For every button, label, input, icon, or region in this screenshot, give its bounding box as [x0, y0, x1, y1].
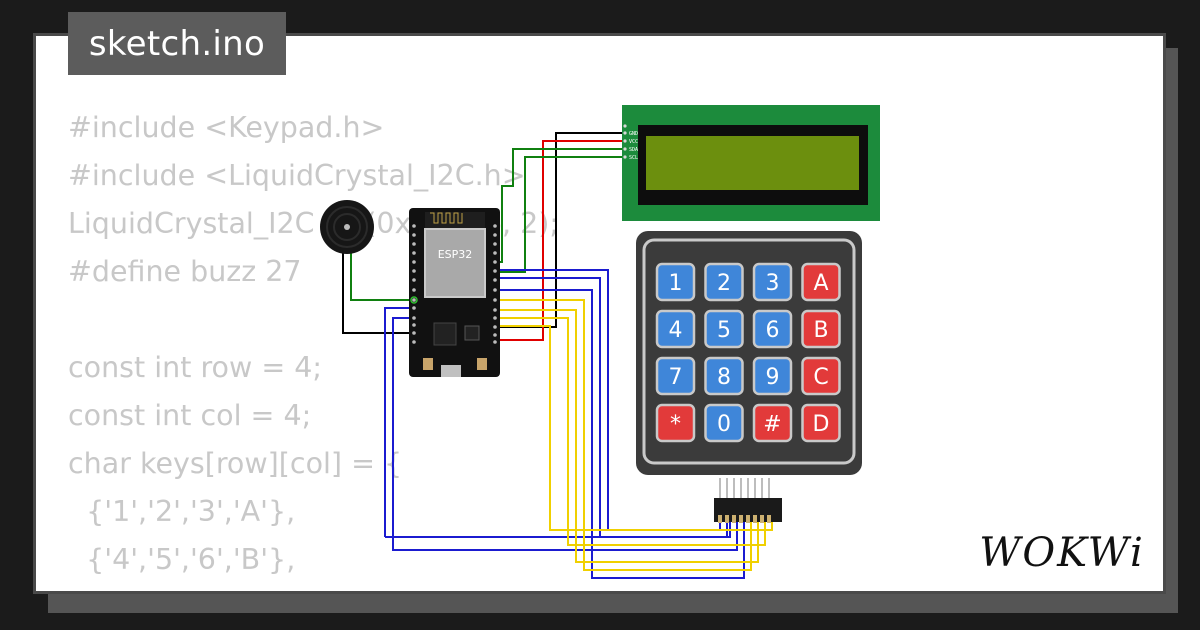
keypad-key-label: 3	[766, 271, 780, 296]
keypad-key-2[interactable]: 2	[704, 262, 744, 302]
keypad-col-wires	[496, 299, 773, 571]
esp32-pins-left	[412, 224, 416, 344]
lcd-display[interactable]: GND VCC SDA SCL	[622, 105, 880, 221]
keypad-key-3[interactable]: 3	[752, 262, 793, 302]
wire-buzz-signal	[350, 250, 413, 301]
esp32-label: ESP32	[438, 248, 473, 261]
lcd-screen	[646, 136, 859, 190]
keypad-key-1[interactable]: 1	[655, 262, 696, 302]
lcd-pin-label: SDA	[629, 147, 638, 153]
wire-sda	[496, 148, 627, 263]
keypad-key-label: D	[813, 412, 830, 437]
keypad[interactable]: 1 2 3 A 4 5 6 B 7 8 9 C * 0 # D	[636, 231, 862, 523]
keypad-key-label: #	[763, 412, 781, 437]
code-line: #include <Keypad.h>	[68, 111, 385, 144]
buzzer-wires	[342, 250, 413, 334]
wire-col	[496, 309, 759, 563]
code-line: #include <LiquidCrystal_I2C.h>	[68, 159, 526, 192]
code-line: char keys[row][col] = {	[68, 447, 403, 480]
lcd-pin-label: SCL	[629, 155, 638, 161]
keypad-key-label: 9	[766, 365, 780, 390]
lcd-pin-labels: GND VCC SDA SCL	[629, 131, 638, 161]
esp32-pins-right	[493, 224, 497, 344]
keypad-key-5[interactable]: 5	[704, 309, 744, 349]
keypad-key-7[interactable]: 7	[655, 356, 696, 396]
code-line: const int row = 4;	[68, 351, 323, 384]
keypad-key-label: A	[813, 271, 828, 296]
keypad-key-*[interactable]: *	[655, 403, 696, 443]
wire-row	[392, 317, 738, 551]
keypad-key-C[interactable]: C	[801, 356, 841, 396]
keypad-key-0[interactable]: 0	[704, 403, 744, 443]
wire-scl	[496, 156, 627, 273]
keypad-key-A[interactable]: A	[801, 262, 841, 302]
keypad-key-label: 8	[717, 365, 731, 390]
buzzer[interactable]	[320, 200, 374, 254]
keypad-connector	[714, 478, 782, 523]
keypad-key-label: 2	[717, 271, 731, 296]
keypad-key-D[interactable]: D	[801, 403, 841, 443]
keypad-key-#[interactable]: #	[752, 403, 793, 443]
wokwi-logo: WOKWi	[979, 530, 1145, 576]
keypad-key-4[interactable]: 4	[655, 309, 696, 349]
keypad-key-label: 4	[669, 318, 683, 343]
keypad-key-label: *	[670, 412, 681, 437]
code-line: {'1','2','3','A'},	[68, 495, 296, 528]
keypad-key-label: B	[813, 318, 828, 343]
lcd-pin-label: GND	[629, 131, 638, 137]
keypad-key-label: C	[813, 365, 828, 390]
keypad-key-label: 0	[717, 412, 731, 437]
usb-port	[441, 365, 461, 377]
keypad-key-label: 6	[766, 318, 780, 343]
keypad-key-label: 7	[669, 365, 683, 390]
lcd-pins	[623, 124, 627, 159]
wire-row	[385, 522, 731, 538]
wire-row	[496, 289, 745, 579]
code-line: {'4','5','6','B'},	[68, 543, 296, 576]
keypad-key-label: 5	[717, 318, 731, 343]
keypad-key-6[interactable]: 6	[752, 309, 793, 349]
wire-col	[496, 325, 773, 531]
wire-vcc	[496, 140, 627, 341]
keypad-key-label: 1	[669, 271, 683, 296]
keypad-key-B[interactable]: B	[801, 309, 841, 349]
code-line: #define buzz 27	[68, 255, 302, 288]
code-line: const int col = 4;	[68, 399, 312, 432]
wire-buzz-gnd	[342, 250, 413, 334]
esp32-board[interactable]: ESP32	[409, 208, 500, 377]
wire-row	[384, 307, 413, 537]
keypad-key-9[interactable]: 9	[752, 356, 793, 396]
file-tab[interactable]: sketch.ino	[68, 12, 286, 75]
keypad-keys: 1 2 3 A 4 5 6 B 7 8 9 C * 0 # D	[655, 262, 841, 443]
wire-col	[496, 299, 752, 571]
keypad-key-8[interactable]: 8	[704, 356, 744, 396]
wire-col	[496, 317, 766, 546]
lcd-pin-label: VCC	[629, 139, 638, 145]
